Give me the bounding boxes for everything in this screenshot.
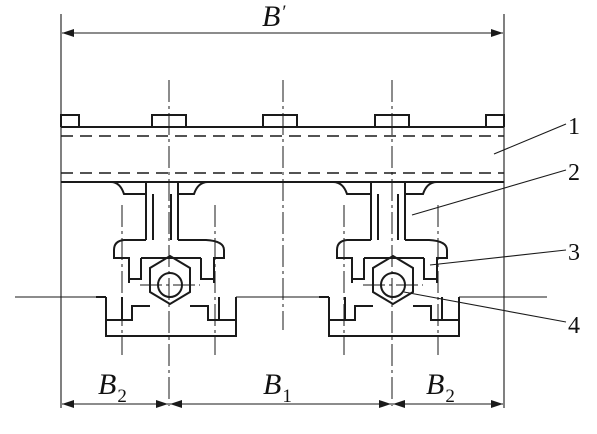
dimension-label-b2-left: B2 xyxy=(98,368,127,407)
dimension-label-b2-right: B2 xyxy=(426,368,455,407)
leader-line-1 xyxy=(493,123,567,155)
dimension-label-b-prime: B′ xyxy=(262,0,286,33)
right-support-assembly xyxy=(319,181,460,337)
leader-line-3 xyxy=(429,249,567,266)
bottom-dimensions: B2 B1 B2 xyxy=(62,368,503,408)
callout-number-4: 4 xyxy=(568,313,580,339)
callout-number-2: 2 xyxy=(568,160,580,186)
leader-line-2 xyxy=(411,169,567,216)
dimension-label-b1: B1 xyxy=(263,368,292,407)
overall-dimension: B′ xyxy=(60,0,505,408)
callout-number-3: 3 xyxy=(568,240,580,266)
callouts: 1 2 3 4 xyxy=(403,114,580,339)
center-lines xyxy=(121,80,439,410)
leader-line-4 xyxy=(403,291,567,323)
callout-number-1: 1 xyxy=(568,114,580,140)
